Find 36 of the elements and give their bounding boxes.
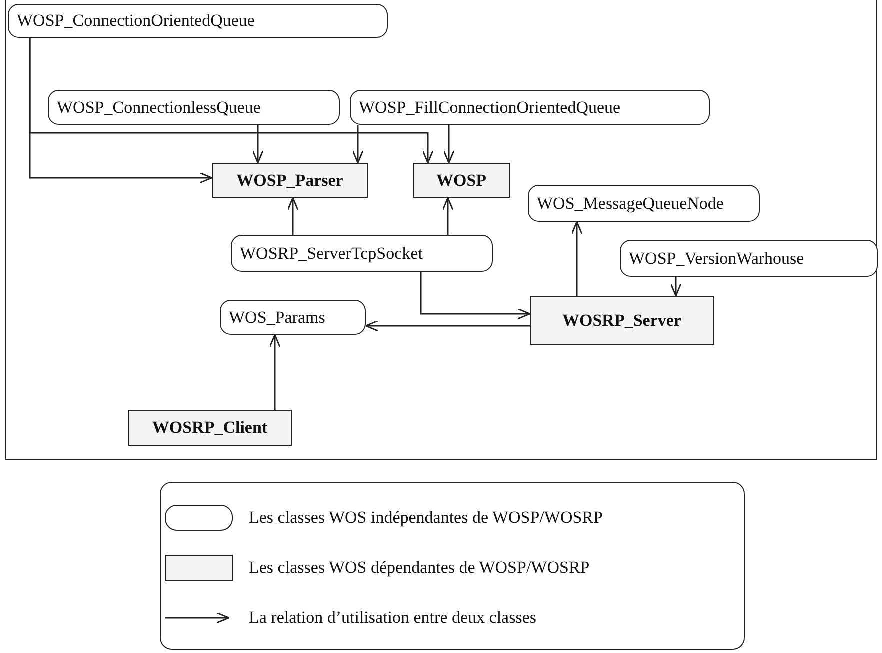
class-rounded-box: [220, 300, 366, 335]
class-name: WOSP_ConnectionlessQueue: [57, 98, 261, 118]
arrow: [287, 197, 299, 235]
class-name: WOSP: [436, 170, 487, 190]
arrow: [352, 125, 364, 164]
arrow: [571, 221, 583, 296]
class-rounded-box: [350, 90, 710, 125]
class-rounded-box: [231, 235, 493, 272]
class-name: WOSP_FillConnectionOrientedQueue: [359, 98, 621, 118]
class-name: WOS_Params: [229, 308, 326, 328]
class-name: WOSP_ConnectionOrientedQueue: [17, 11, 255, 31]
arrow: [442, 197, 454, 235]
arrow: [420, 272, 531, 320]
class-name: WOSRP_Client: [152, 418, 268, 438]
arrow: [670, 277, 682, 297]
class-name: WOSP_Parser: [236, 170, 344, 190]
class-name: WOSRP_Server: [562, 310, 682, 330]
class-name: WOSRP_ServerTcpSocket: [240, 244, 423, 264]
class-box: [128, 410, 292, 446]
legend-text: La relation d’utilisation entre deux classes: [249, 608, 536, 628]
class-rounded-box: [528, 185, 760, 222]
arrow: [443, 125, 455, 164]
class-name: WOSP_VersionWarhouse: [629, 248, 804, 268]
class-name: WOS_MessageQueueNode: [537, 194, 724, 214]
class-rounded-box: [620, 240, 878, 277]
legend-text: Les classes WOS indépendantes de WOSP/WOSRP: [249, 508, 603, 528]
class-box: [530, 296, 714, 345]
class-box: [413, 163, 510, 198]
arrow: [252, 125, 264, 164]
legend-text: Les classes WOS dépendantes de WOSP/WOSRP: [249, 558, 590, 578]
class-rounded-box: [8, 4, 388, 38]
arrow: [269, 334, 281, 410]
arrow: [365, 320, 530, 332]
class-box: [212, 163, 368, 198]
arrow: [29, 38, 434, 164]
class-rounded-box: [48, 90, 340, 125]
